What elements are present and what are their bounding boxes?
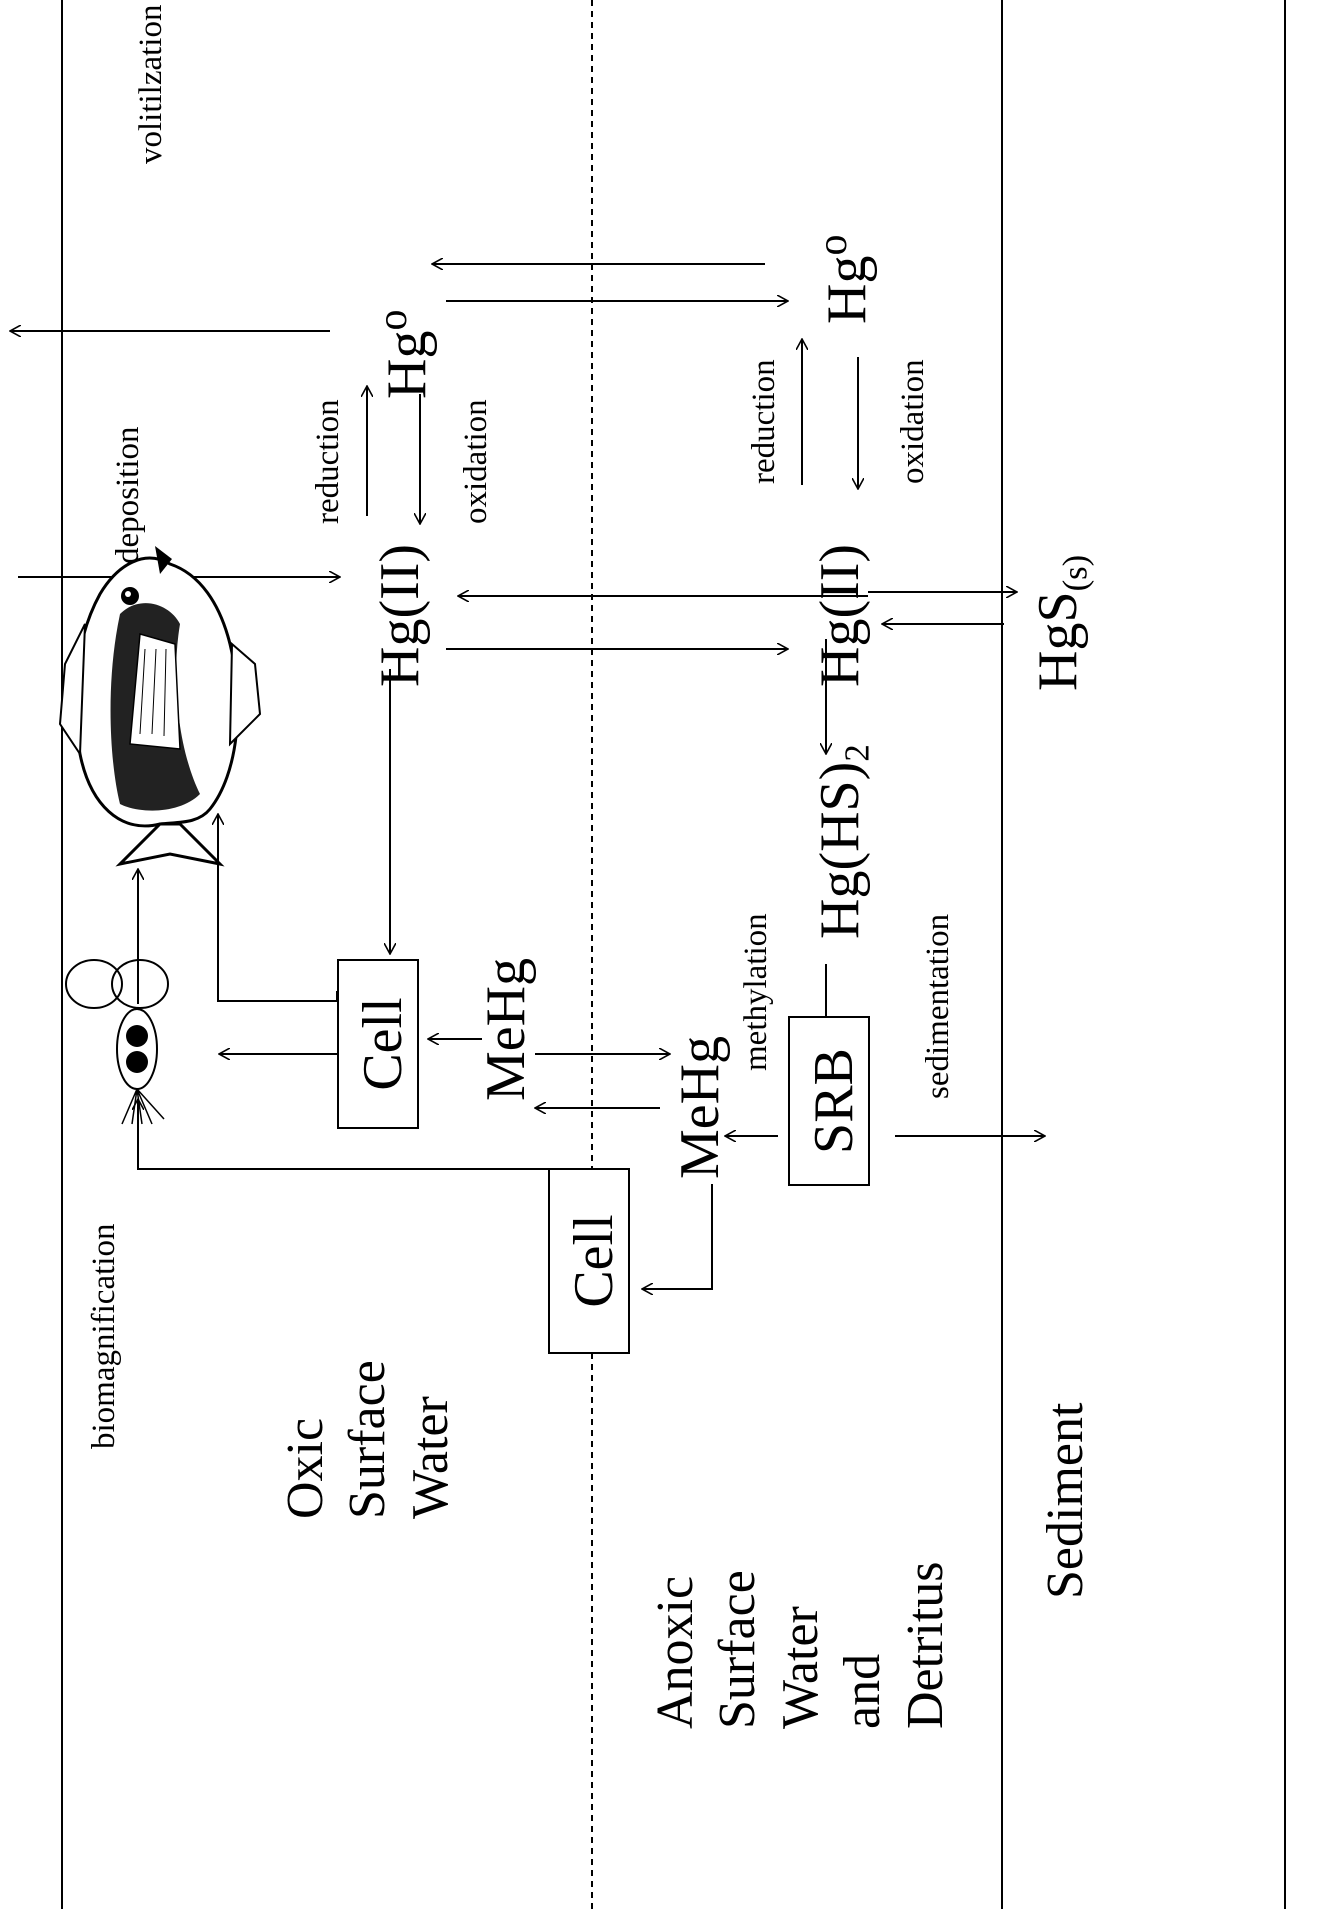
srb-box: SRB xyxy=(788,1016,870,1186)
process-biomagnification: biomagnification xyxy=(88,1224,121,1449)
fish-icon xyxy=(60,546,260,864)
process-reduction-upper: reduction xyxy=(312,399,345,524)
species-hgii-lower: Hg(II) xyxy=(812,544,868,687)
process-oxidation-upper: oxidation xyxy=(460,399,493,524)
zone-label-sediment: Sediment xyxy=(1035,1403,1097,1599)
process-deposition: deposition xyxy=(112,427,145,565)
species-hgii-upper: Hg(II) xyxy=(372,544,428,687)
process-sedimentation: sedimentation xyxy=(922,914,955,1099)
process-reduction-lower: reduction xyxy=(748,359,781,484)
cell-box-anoxic: Cell xyxy=(548,1168,630,1354)
species-hgs-solid: HgS(s) xyxy=(1030,555,1093,691)
process-oxidation-lower: oxidation xyxy=(897,359,930,484)
species-mehg-upper: MeHg xyxy=(478,958,534,1101)
cell-to-fish-arrow xyxy=(218,814,337,1001)
species-hg0-upper: Hgo xyxy=(372,310,435,399)
process-volatilization: volitilzation xyxy=(135,5,168,164)
zooplankton-icon xyxy=(66,960,168,1124)
zone-label-oxic: Oxic Surface Water xyxy=(275,1360,462,1519)
mehg-to-lower-cell-arrow xyxy=(642,1184,712,1289)
species-hg0-lower: Hgo xyxy=(812,235,875,324)
cell-box-oxic: Cell xyxy=(337,959,419,1129)
process-methylation: methylation xyxy=(740,913,773,1071)
species-mehg-lower: MeHg xyxy=(672,1036,728,1179)
species-hghs2: Hg(HS)2 xyxy=(812,744,875,939)
zone-label-anoxic: Anoxic Surface Water and Detritus xyxy=(645,1561,957,1729)
